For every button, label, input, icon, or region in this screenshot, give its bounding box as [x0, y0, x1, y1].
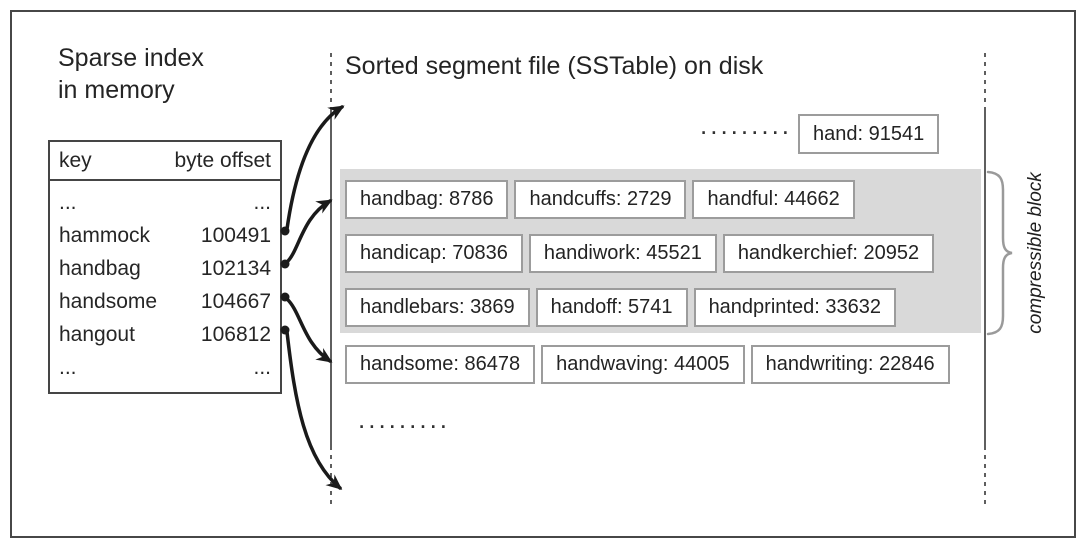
- index-key-cell: handsome: [59, 289, 158, 313]
- index-table-header: key byte offset: [50, 142, 280, 181]
- segment-entry: handcuffs: 2729: [514, 180, 687, 219]
- segment-entry-hand: hand: 91541: [798, 114, 940, 154]
- segment-entry: handful: 44662: [692, 180, 855, 219]
- index-key-cell: ...: [59, 190, 77, 214]
- index-header-key: key: [59, 148, 92, 172]
- index-key-cell: hangout: [59, 322, 135, 346]
- index-offset-cell: 100491: [200, 223, 271, 247]
- index-key-cell: handbag: [59, 256, 141, 280]
- segment-row-2: handicap: 70836 handiwork: 45521 handker…: [345, 234, 935, 273]
- segment-entry: handkerchief: 20952: [722, 234, 935, 273]
- ellipsis-dots-top: .........: [700, 110, 793, 140]
- index-row-ellipsis-top: ... ...: [50, 186, 280, 219]
- segment-entry: handoff: 5741: [535, 288, 688, 327]
- segment-entry: handlebars: 3869: [345, 288, 530, 327]
- index-offset-cell: 106812: [200, 322, 271, 346]
- compressible-block-label: compressible block: [1025, 172, 1046, 334]
- segment-row-1: handbag: 8786 handcuffs: 2729 handful: 4…: [345, 180, 855, 219]
- segment-entry: handwriting: 22846: [750, 345, 950, 384]
- index-table-body: ... ... hammock 100491 handbag 102134 ha…: [50, 181, 280, 384]
- diagram-frame: [10, 10, 1076, 538]
- index-key-cell: hammock: [59, 223, 151, 247]
- index-row-handsome: handsome 104667: [50, 285, 280, 318]
- index-offset-cell: 102134: [200, 256, 271, 280]
- segment-row-4: handsome: 86478 handwaving: 44005 handwr…: [345, 345, 950, 384]
- index-row-hangout: hangout 106812: [50, 318, 280, 351]
- sparse-index-table: key byte offset ... ... hammock 100491 h…: [48, 140, 282, 394]
- segment-entry: handwaving: 44005: [541, 345, 745, 384]
- segment-file-title: Sorted segment file (SSTable) on disk: [345, 52, 764, 80]
- index-row-ellipsis-bottom: ... ...: [50, 351, 280, 384]
- segment-entry: handbag: 8786: [345, 180, 509, 219]
- segment-entry: handprinted: 33632: [693, 288, 896, 327]
- sparse-index-title: Sparse index in memory: [58, 44, 204, 104]
- index-header-offset: byte offset: [174, 148, 271, 172]
- segment-entry: handsome: 86478: [345, 345, 536, 384]
- index-offset-cell: ...: [253, 190, 271, 214]
- segment-entry: handicap: 70836: [345, 234, 523, 273]
- index-key-cell: ...: [59, 355, 77, 379]
- ellipsis-dots-bottom: .........: [358, 404, 451, 434]
- index-row-handbag: handbag 102134: [50, 252, 280, 285]
- index-row-hammock: hammock 100491: [50, 219, 280, 252]
- index-offset-cell: ...: [253, 355, 271, 379]
- segment-entry: handiwork: 45521: [528, 234, 717, 273]
- segment-row-3: handlebars: 3869 handoff: 5741 handprint…: [345, 288, 896, 327]
- index-offset-cell: 104667: [200, 289, 271, 313]
